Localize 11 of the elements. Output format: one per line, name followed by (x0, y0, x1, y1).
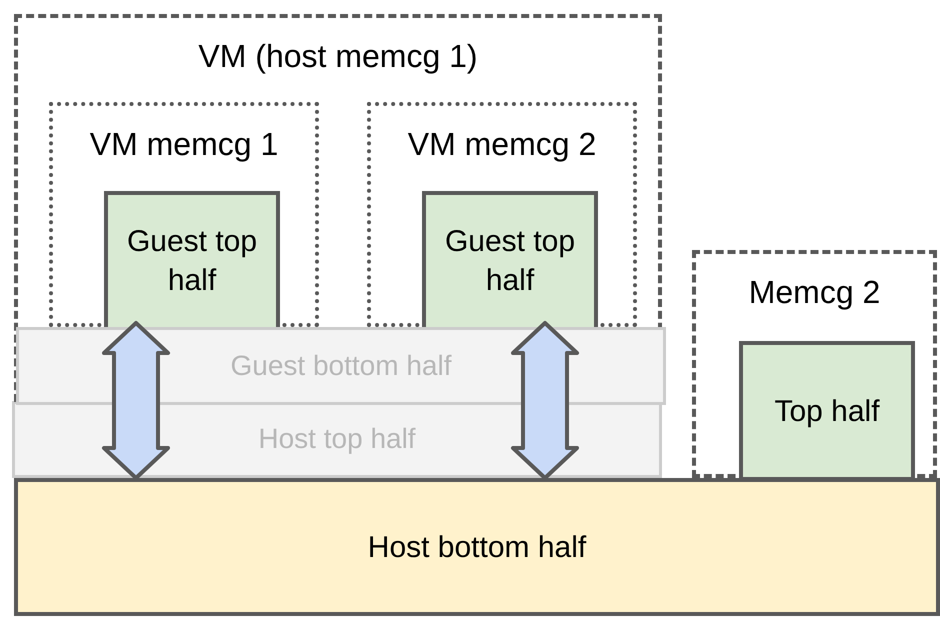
double-arrow (511, 321, 579, 480)
group-title: VM (host memcg 1) (197, 38, 479, 75)
group-title: VM memcg 1 (88, 126, 280, 163)
double-arrow (102, 321, 170, 480)
dotted-group-box (367, 102, 637, 327)
group-title: VM memcg 2 (406, 126, 598, 163)
group-title: Memcg 2 (748, 274, 882, 311)
dashed-group-box (692, 250, 937, 478)
layer-band: Host bottom half (14, 478, 940, 616)
process-box: Top half (739, 341, 915, 481)
dotted-group-box (49, 102, 319, 327)
